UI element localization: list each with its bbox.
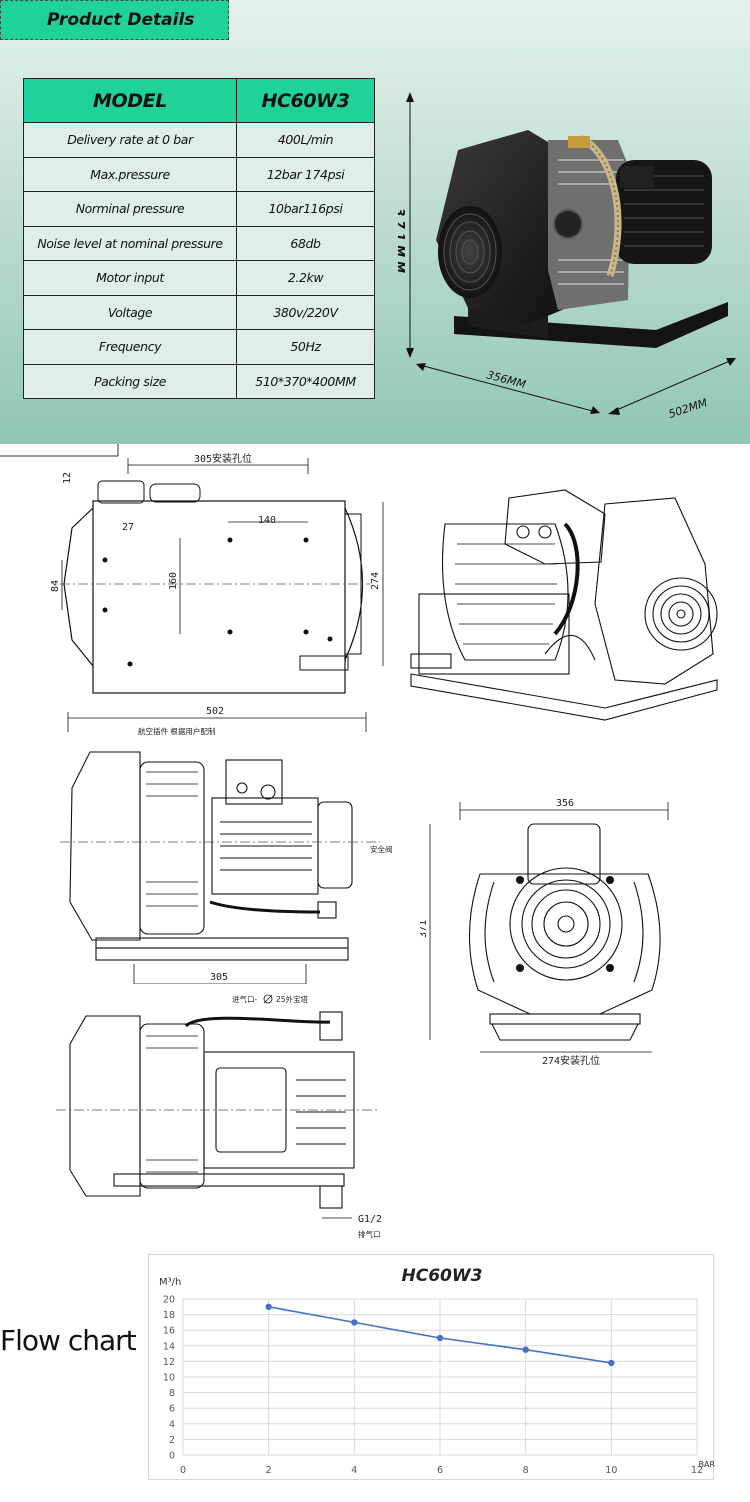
- chart-y-tick-label: 16: [163, 1326, 175, 1337]
- label-g12: G1/2: [358, 1214, 382, 1225]
- spec-label: Delivery rate at 0 bar: [23, 122, 237, 158]
- flow-chart-svg: HC60W3 M³/h BAR 0 2 4 6 8 10 12 14 16 18 20 0 2 4 6 8 10…: [159, 1266, 715, 1476]
- chart-x-tick-label: 4: [351, 1465, 357, 1476]
- dim-305: 305: [210, 972, 228, 983]
- spec-value: 12bar 174psi: [236, 156, 375, 192]
- chart-y-tick-label: 12: [163, 1357, 175, 1368]
- flow-chart-label: Flow chart: [0, 1324, 137, 1357]
- spec-row: Max.pressure 12bar 174psi: [23, 156, 375, 192]
- spec-row: Packing size 510*370*400MM: [23, 363, 375, 399]
- dim-274-mount: 274安装孔位: [542, 1054, 600, 1067]
- dim-356: 356: [556, 798, 574, 809]
- chart-y-tick-label: 14: [163, 1341, 175, 1352]
- section-header-tab: Product Details: [0, 0, 229, 40]
- spec-row: Noise level at nominal pressure 68db: [23, 225, 375, 261]
- spec-head-row: MODEL HC60W3: [23, 78, 375, 123]
- chart-y-tick-label: 20: [163, 1295, 175, 1306]
- chart-x-tick-label: 0: [180, 1465, 186, 1476]
- section-title: Product Details: [47, 10, 195, 30]
- chart-y-tick-label: 0: [169, 1451, 175, 1462]
- dim-140: 140: [258, 515, 276, 526]
- chart-point: [522, 1346, 529, 1353]
- width-dim-label: 502MM: [667, 396, 710, 421]
- spec-label: Noise level at nominal pressure: [23, 225, 237, 261]
- dim-160: 160: [168, 572, 179, 590]
- chart-x-tick-label: 6: [437, 1465, 443, 1476]
- chart-y-axis-label: M³/h: [159, 1277, 181, 1288]
- chart-point: [436, 1334, 444, 1342]
- bottom-view-drawing: 进气口- 25外宝塔: [0, 990, 420, 1248]
- chart-x-tick-label: 12: [691, 1465, 703, 1476]
- spec-value: 50Hz: [236, 329, 375, 365]
- chart-y-tick-label: 6: [169, 1404, 175, 1415]
- spec-row: Frequency 50Hz: [23, 329, 375, 365]
- dim-305-mount: 305安装孔位: [194, 452, 252, 465]
- perspective-drawing: [405, 484, 745, 724]
- chart-y-tick-label: 4: [169, 1419, 175, 1430]
- spec-label: Voltage: [23, 294, 237, 330]
- spec-row: Delivery rate at 0 bar 400L/min: [23, 122, 375, 158]
- spec-head-label: MODEL: [23, 78, 237, 123]
- chart-x-axis-label: BAR: [698, 1460, 715, 1469]
- label-pipe: 25外宝塔: [276, 994, 309, 1004]
- spec-label: Motor input: [23, 260, 237, 296]
- spec-label: Packing size: [23, 363, 237, 399]
- spec-value: 68db: [236, 225, 375, 261]
- label-exhaust: 排气口: [358, 1229, 381, 1239]
- label-aviation-plug: 航空插件 根据用户配制: [138, 726, 215, 736]
- chart-title: HC60W3: [402, 1266, 483, 1286]
- spec-label: Norminal pressure: [23, 191, 237, 227]
- spec-value: 510*370*400MM: [236, 363, 375, 399]
- spec-row: Voltage 380v/220V: [23, 294, 375, 330]
- dim-502: 502: [206, 706, 224, 717]
- top-view-drawing: 305安装孔位 12 27 140 84 160 274: [0, 444, 400, 702]
- chart-y-tick-label: 8: [169, 1388, 175, 1399]
- height-dim-label: 371MM: [398, 208, 407, 277]
- chart-x-tick-label: 10: [605, 1465, 617, 1476]
- chart-y-tick-label: 2: [169, 1435, 175, 1446]
- dim-27: 27: [122, 522, 134, 533]
- spec-value: 10bar116psi: [236, 191, 375, 227]
- specs-panel: Product Details MODEL HC60W3 Delivery ra…: [0, 0, 750, 444]
- spec-value: 400L/min: [236, 122, 375, 158]
- chart-y-tick-label: 10: [163, 1373, 175, 1384]
- chart-x-tick-label: 2: [266, 1465, 272, 1476]
- spec-row: Motor input 2.2kw: [23, 260, 375, 296]
- spec-value: 2.2kw: [236, 260, 375, 296]
- spec-label: Max.pressure: [23, 156, 237, 192]
- side-view-drawing: 502 航空插件 根据用户配制: [0, 702, 400, 984]
- spec-head-value: HC60W3: [236, 78, 375, 123]
- spec-row: Norminal pressure 10bar116psi: [23, 191, 375, 227]
- label-inlet: 进气口-: [232, 994, 257, 1004]
- product-photo: 371MM 356MM 502MM: [398, 92, 736, 421]
- front-view-drawing: 356 371 274安装孔位: [420, 794, 750, 1074]
- chart-x-tick-label: 8: [523, 1465, 529, 1476]
- chart-point: [265, 1303, 272, 1310]
- dim-274: 274: [370, 572, 381, 590]
- technical-drawings: 305安装孔位 12 27 140 84 160 274: [0, 444, 750, 1250]
- label-safety-valve: 安全阀: [370, 844, 393, 854]
- chart-point: [351, 1319, 358, 1326]
- chart-point: [608, 1359, 615, 1367]
- dim-371: 371: [420, 920, 429, 938]
- flow-chart: HC60W3 M³/h BAR 0 2 4 6 8 10 12 14 16 18 20 0 2 4 6 8 10…: [148, 1254, 715, 1480]
- chart-y-tick-label: 18: [163, 1310, 175, 1321]
- spec-table: MODEL HC60W3 Delivery rate at 0 bar 400L…: [23, 78, 375, 399]
- spec-value: 380v/220V: [236, 294, 375, 330]
- dim-12: 12: [62, 472, 73, 484]
- dim-84: 84: [50, 580, 61, 592]
- spec-label: Frequency: [23, 329, 237, 365]
